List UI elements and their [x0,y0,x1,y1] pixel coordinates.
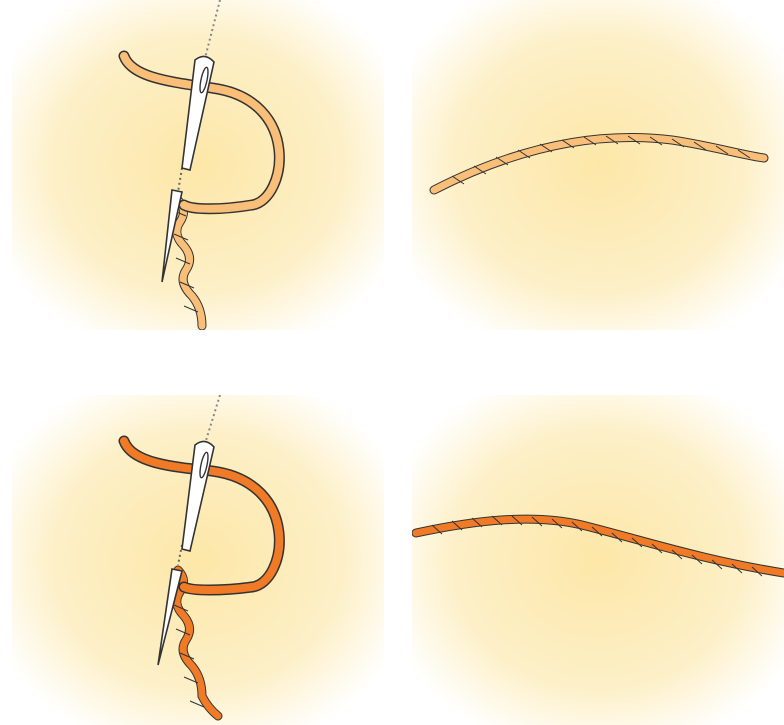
panel-step1-dark [12,395,384,725]
panel-step1-light [12,0,384,330]
twisted-cord-illustration [412,0,784,330]
twisted-cord-illustration [412,395,784,725]
background-glow [12,0,384,330]
panel-step2-light [412,0,784,330]
needle-threading-illustration [12,0,384,330]
panel-step2-dark [412,395,784,725]
needle-threading-illustration [12,395,384,725]
background-glow [412,0,784,330]
